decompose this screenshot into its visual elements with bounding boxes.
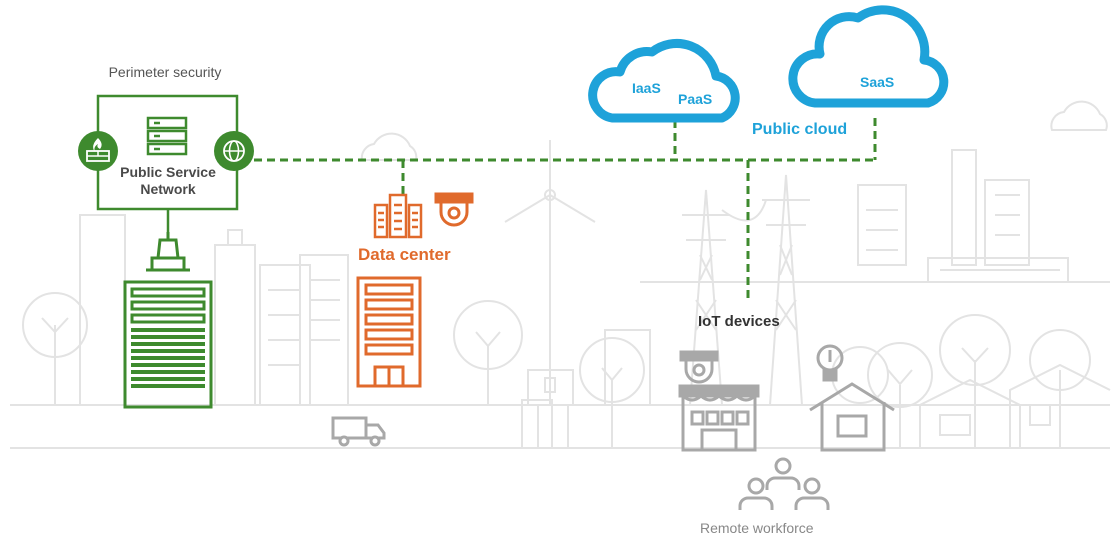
iot-devices-label: IoT devices bbox=[698, 313, 780, 330]
iaas-label: IaaS bbox=[632, 80, 661, 96]
paas-label: PaaS bbox=[678, 91, 713, 107]
data-center-servers-icon bbox=[373, 193, 423, 239]
network-links bbox=[254, 118, 877, 302]
city-background bbox=[10, 100, 1111, 449]
people-icon bbox=[738, 457, 830, 510]
truck-icon bbox=[331, 416, 386, 447]
public-service-building bbox=[123, 232, 213, 409]
data-center-building bbox=[356, 276, 422, 388]
cloud-iaas-paas bbox=[588, 38, 740, 123]
store-building-icon bbox=[678, 384, 760, 452]
lightbulb-icon bbox=[816, 344, 844, 382]
server-rack-icon bbox=[146, 116, 188, 156]
perimeter-security-label: Perimeter security bbox=[108, 64, 222, 80]
cloud-saas bbox=[788, 5, 949, 108]
public-cloud-label: Public cloud bbox=[752, 121, 848, 138]
data-center-label: Data center bbox=[358, 245, 451, 264]
globe-icon bbox=[214, 131, 254, 171]
remote-workforce-label: Remote workforce bbox=[700, 520, 814, 536]
perimeter-box bbox=[96, 94, 239, 232]
firewall-icon bbox=[78, 131, 118, 171]
house-icon bbox=[809, 382, 895, 452]
public-service-network-label: Public Service Network bbox=[120, 164, 216, 197]
security-camera-icon bbox=[434, 192, 474, 227]
security-camera-gray-icon bbox=[679, 350, 719, 384]
saas-label: SaaS bbox=[860, 74, 895, 90]
